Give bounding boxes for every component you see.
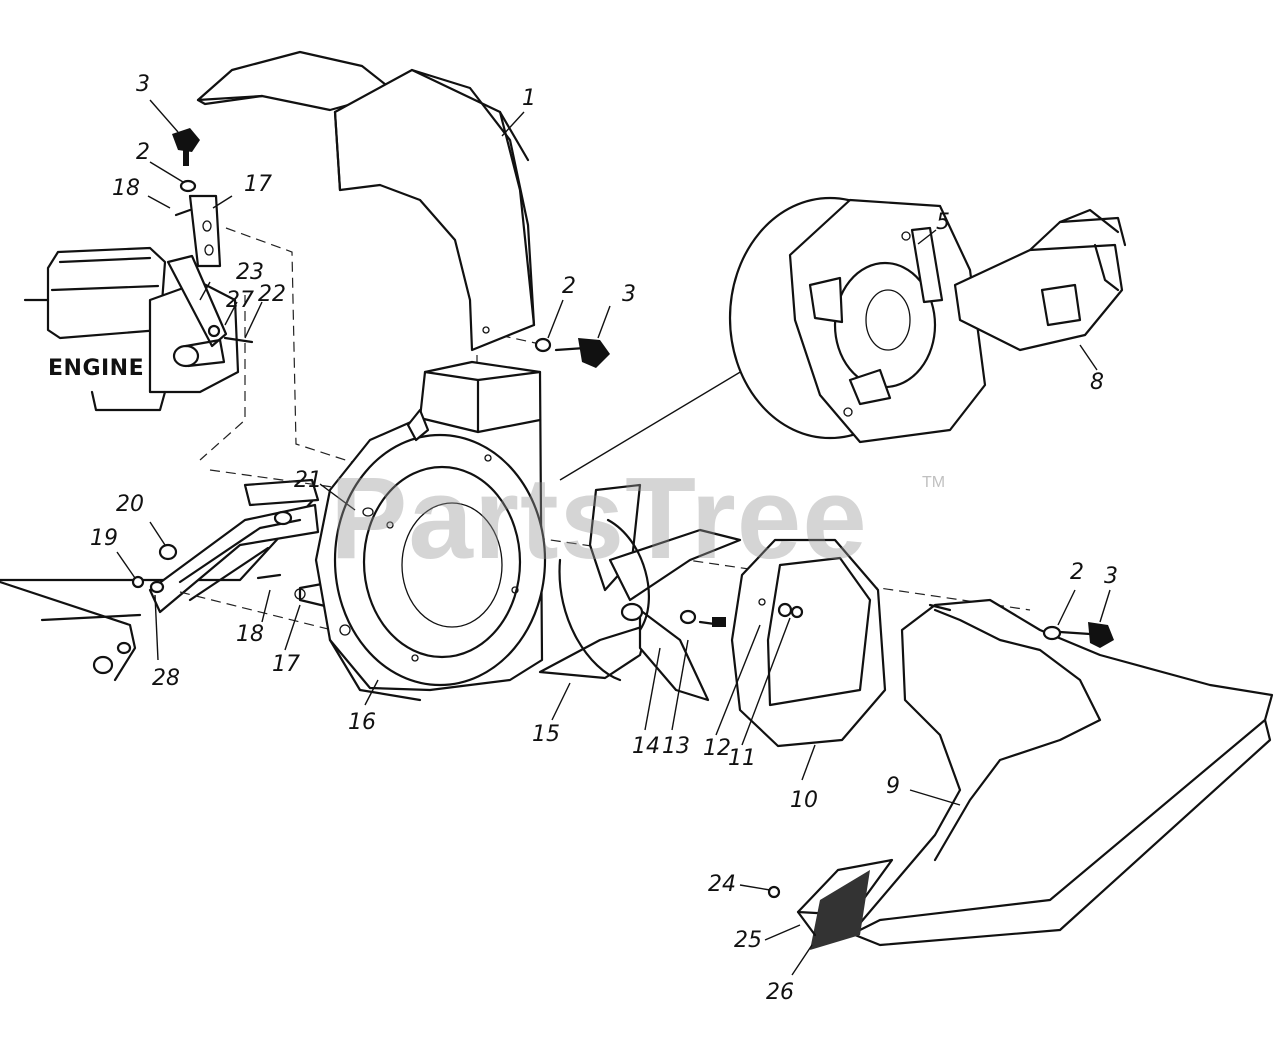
callout-2: 2 xyxy=(136,140,150,165)
callout-12: 12 xyxy=(703,736,731,761)
callout-17: 17 xyxy=(244,172,272,197)
callout-3: 3 xyxy=(1104,564,1118,589)
knob-middle xyxy=(534,337,610,368)
callout-10: 10 xyxy=(790,788,818,813)
callout-14: 14 xyxy=(632,734,660,759)
callout-2: 2 xyxy=(1070,560,1084,585)
callout-16: 16 xyxy=(348,710,376,735)
callout-26: 26 xyxy=(766,980,794,1005)
flap-assembly xyxy=(767,858,894,950)
part-impeller xyxy=(538,483,742,702)
callout-leaders xyxy=(116,99,1111,976)
bolt-washer-13-14 xyxy=(679,609,726,627)
callout-8: 8 xyxy=(1090,370,1104,395)
partstree-watermark: PartsTree xyxy=(330,453,868,583)
callout-18: 18 xyxy=(236,622,264,647)
trademark-symbol: TM xyxy=(922,474,946,491)
part-cover-plate xyxy=(730,538,887,748)
part-discharge-nozzle xyxy=(848,598,1274,947)
callout-15: 15 xyxy=(532,722,560,747)
part-blower-housing xyxy=(314,360,547,702)
callout-27: 27 xyxy=(226,288,254,313)
callout-1: 1 xyxy=(522,86,536,111)
callout-21: 21 xyxy=(294,468,322,493)
callout-23: 23 xyxy=(236,260,264,285)
callout-20: 20 xyxy=(116,492,144,517)
callout-22: 22 xyxy=(258,282,286,307)
callout-3: 3 xyxy=(136,72,150,97)
callout-3: 3 xyxy=(622,282,636,307)
part-latch xyxy=(953,208,1127,352)
callout-2: 2 xyxy=(562,274,576,299)
mounting-bracket xyxy=(166,194,254,368)
callout-25: 25 xyxy=(734,928,762,953)
part-rear-housing xyxy=(728,196,987,444)
callout-19: 19 xyxy=(90,526,118,551)
callout-17: 17 xyxy=(272,652,300,677)
callout-11: 11 xyxy=(728,746,756,771)
callout-5: 5 xyxy=(936,210,950,235)
callout-9: 9 xyxy=(886,774,900,799)
callout-18: 18 xyxy=(112,176,140,201)
callout-13: 13 xyxy=(662,734,690,759)
callout-28: 28 xyxy=(152,666,180,691)
part-chute-elbow xyxy=(196,50,536,352)
engine-label: ENGINE xyxy=(48,356,145,381)
knob-top-left xyxy=(172,128,200,193)
callout-24: 24 xyxy=(708,872,736,897)
